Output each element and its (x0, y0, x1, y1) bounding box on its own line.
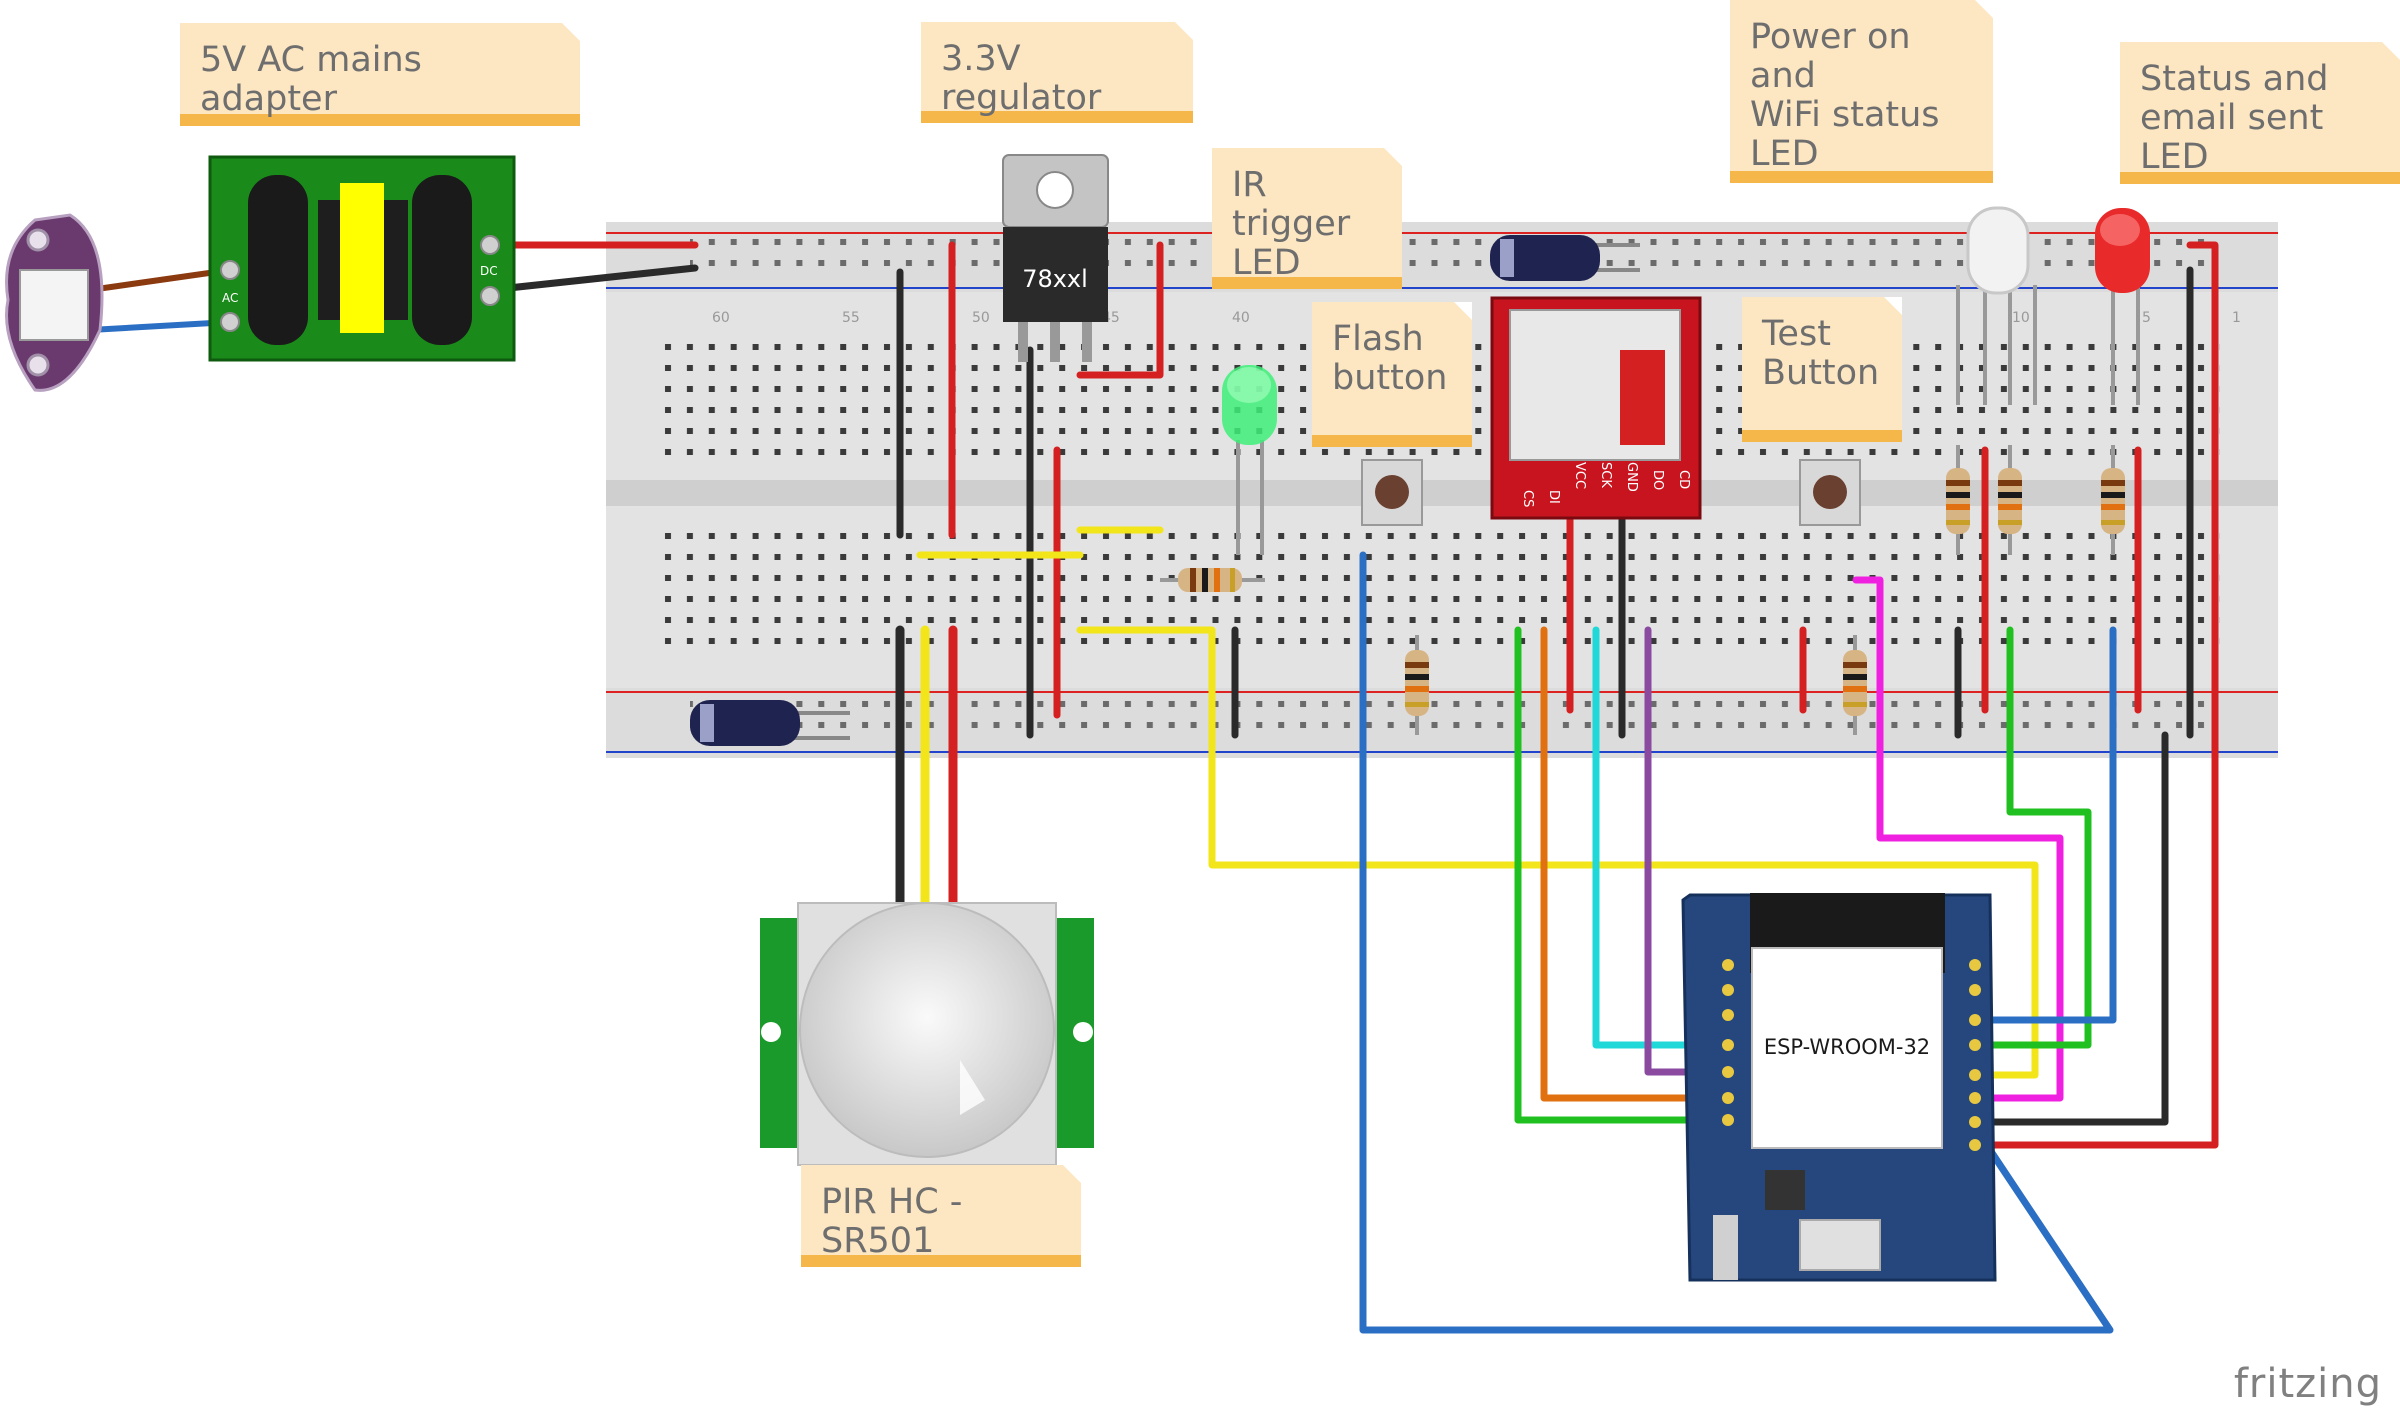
adapter-ac-label: AC (222, 291, 238, 305)
wire-reg-red (1076, 241, 1164, 379)
bb-label-50: 50 (972, 310, 990, 326)
resistor-status (2101, 445, 2125, 555)
regulator-label: 78xxl (1022, 265, 1088, 293)
note-pir: PIR HC - SR501 (801, 1165, 1081, 1267)
power-wifi-led (1956, 206, 2037, 405)
bb-label-55: 55 (842, 310, 860, 326)
sd-pin-cs: CS (1520, 490, 1535, 507)
note-flash-button: Flash button (1312, 302, 1472, 447)
note-regulator-text: 3.3V regulator (941, 39, 1102, 118)
bb-label-1: 1 (2232, 310, 2241, 326)
esp-module-label: ESP-WROOM-32 (1764, 1035, 1930, 1059)
resistor-rgb-1 (1946, 445, 1970, 555)
note-ir-led: IR trigger LED (1212, 148, 1402, 289)
flash-push-button (1361, 459, 1423, 526)
wire-vcc-red (1971, 241, 2219, 1149)
voltage-regulator: 78xxl (1002, 154, 1109, 362)
note-pir-text: PIR HC - SR501 (821, 1182, 963, 1261)
note-power-led: Power on and WiFi status LED (1730, 0, 1993, 183)
sd-pin-gnd: GND (1624, 462, 1639, 492)
dc-jack (5, 213, 104, 392)
sd-pin-do: DO (1650, 470, 1665, 490)
wire-led-blue (1971, 626, 2117, 1024)
wire-adapter-black (486, 264, 699, 294)
sd-card-module: CS DI VCC SCK GND DO CD (1490, 296, 1702, 520)
note-mains-adapter: 5V AC mains adapter (180, 23, 580, 126)
note-mains-adapter-text: 5V AC mains adapter (200, 40, 422, 119)
sd-pin-cd: CD (1676, 470, 1691, 489)
bb-label-5: 5 (2142, 310, 2151, 326)
note-flash-button-text: Flash button (1332, 319, 1448, 398)
wire-gnd-black (1971, 731, 2169, 1126)
note-test-button-text: Test Button (1762, 314, 1880, 393)
wire-flash-blue (1359, 551, 2114, 1334)
note-regulator: 3.3V regulator (921, 22, 1193, 123)
bb-label-40: 40 (1232, 310, 1250, 326)
adapter-dc-label: DC (480, 264, 498, 278)
note-status-led: Status and email sent LED (2120, 42, 2400, 184)
wire-yellow-long (1076, 626, 2039, 1079)
wire-sd-cyan (1592, 626, 1732, 1049)
status-led (2095, 208, 2150, 405)
wire-sd-orange (1540, 626, 1732, 1102)
sd-pin-labels: CS DI VCC SCK GND DO CD (1520, 462, 1691, 507)
note-power-led-text: Power on and WiFi status LED (1750, 17, 1940, 174)
ac-adapter-pcb: AC DC (208, 155, 516, 362)
wires (87, 241, 2219, 1334)
wire-led-green (1971, 626, 2092, 1049)
wire-test-magenta (1852, 576, 2064, 1102)
sd-pin-sck: SCK (1598, 462, 1613, 488)
capacitor-bottom (690, 700, 850, 746)
bb-label-60: 60 (712, 310, 730, 326)
fritzing-logo: fritzing (2233, 1361, 2382, 1407)
note-status-led-text: Status and email sent LED (2140, 59, 2329, 177)
note-test-button: Test Button (1742, 297, 1902, 442)
sd-pin-vcc: VCC (1572, 462, 1587, 489)
ir-trigger-led (1222, 365, 1277, 555)
capacitor-top (1490, 235, 1640, 281)
resistor-flash (1405, 635, 1429, 735)
resistor-test (1843, 635, 1867, 735)
pir-sensor (760, 902, 1094, 1166)
resistor-rgb-2 (1998, 445, 2022, 555)
resistor-ir (1160, 568, 1265, 592)
sd-pin-di: DI (1546, 490, 1561, 504)
wire-jack-brown (87, 267, 233, 293)
test-push-button (1799, 459, 1861, 526)
wire-jack-blue (87, 319, 233, 333)
note-ir-led-text: IR trigger LED (1232, 165, 1351, 283)
wire-sd-green (1514, 626, 1732, 1124)
esp32-board: ESP-WROOM-32 (1681, 893, 1997, 1282)
bb-label-10: 10 (2012, 310, 2030, 326)
